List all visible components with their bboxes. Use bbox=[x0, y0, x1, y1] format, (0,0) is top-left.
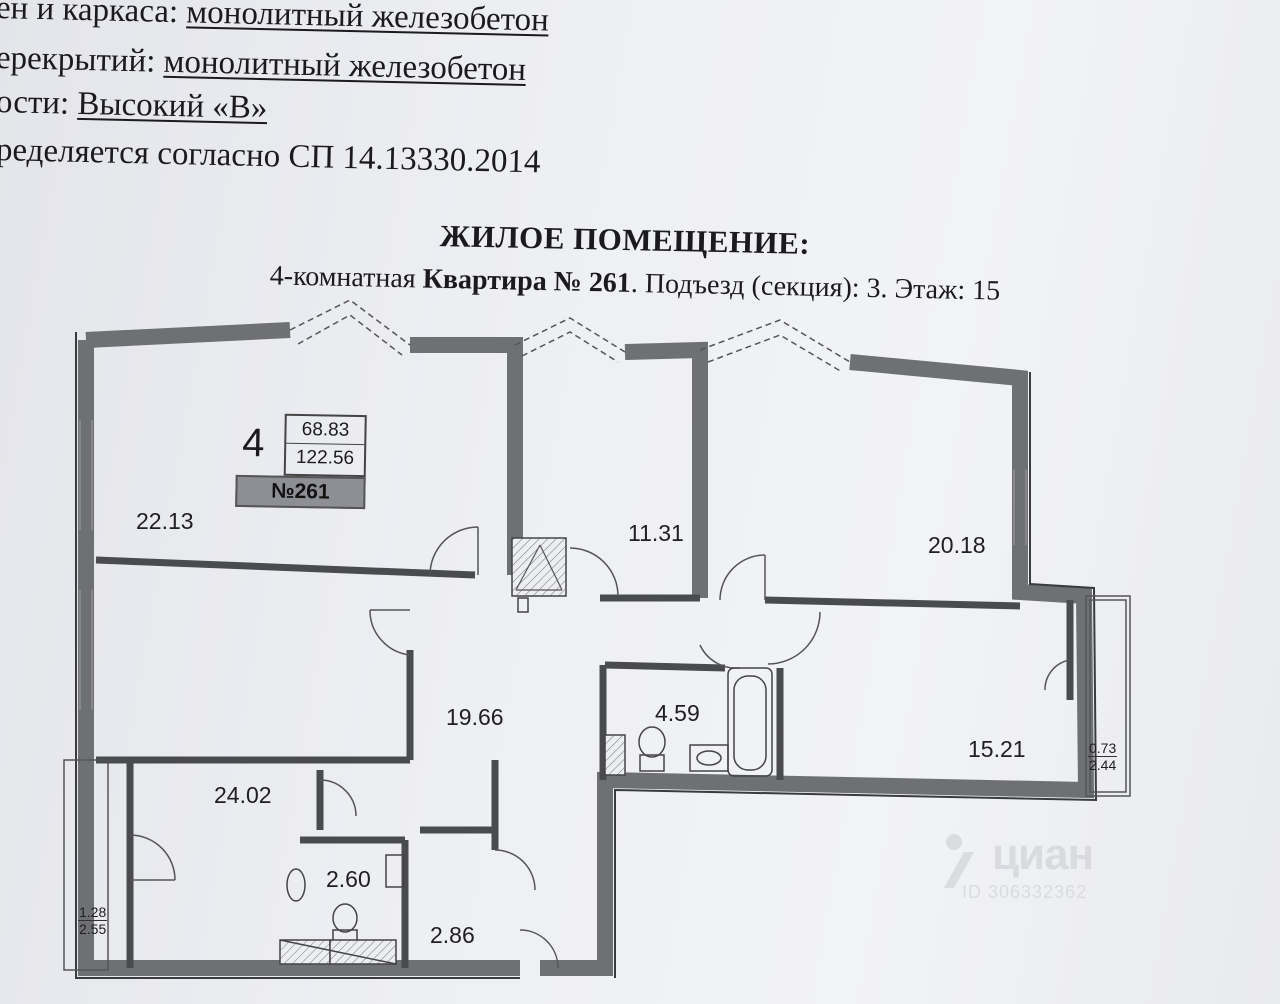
watermark-brand: циан bbox=[992, 830, 1094, 879]
plate-rooms-count: 4 bbox=[241, 420, 265, 466]
doors bbox=[129, 526, 1071, 969]
room-area-bedroom-2: 11.31 bbox=[628, 520, 684, 546]
inner-walls bbox=[95, 556, 1074, 968]
balconies bbox=[63, 595, 1131, 971]
room-area-living: 24.02 bbox=[214, 782, 272, 808]
outer-wall-edges bbox=[75, 332, 1098, 979]
watermark-id: ID 306332362 bbox=[962, 882, 1088, 902]
plate-living-area: 68.83 bbox=[286, 415, 365, 446]
room-area-kitchen: 15.21 bbox=[968, 736, 1026, 762]
room-area-storage: 2.86 bbox=[430, 922, 475, 948]
apartment-plate: 4 68.83 122.56 №261 bbox=[235, 411, 367, 510]
plate-total-area: 122.56 bbox=[295, 446, 355, 469]
cian-logo-icon bbox=[944, 834, 974, 888]
shaft-lines bbox=[515, 544, 563, 591]
room-area-wc: 2.60 bbox=[326, 866, 371, 892]
outer-walls bbox=[78, 322, 1095, 976]
balcony-left-top: 1.28 bbox=[78, 904, 108, 921]
room-area-bathroom: 4.59 bbox=[655, 700, 700, 726]
room-area-hall: 19.66 bbox=[446, 704, 504, 730]
plate-areas: 68.83 122.56 bbox=[283, 413, 367, 478]
balcony-right-bottom: 2.44 bbox=[1089, 757, 1117, 773]
bay-windows bbox=[289, 299, 851, 373]
balcony-left-bottom: 2.55 bbox=[79, 921, 107, 937]
room-area-bedroom-3: 20.18 bbox=[928, 532, 986, 558]
balcony-right-area: 0.73 2.44 bbox=[1088, 740, 1118, 773]
plate-apartment-number: №261 bbox=[235, 474, 366, 510]
windows-left bbox=[79, 420, 1027, 710]
balcony-left-area: 1.28 2.55 bbox=[78, 904, 108, 937]
balcony-right-top: 0.73 bbox=[1088, 740, 1118, 757]
fixtures bbox=[279, 597, 773, 965]
watermark: циан ID 306332362 bbox=[940, 820, 1140, 920]
room-area-bedroom-1: 22.13 bbox=[136, 508, 194, 534]
